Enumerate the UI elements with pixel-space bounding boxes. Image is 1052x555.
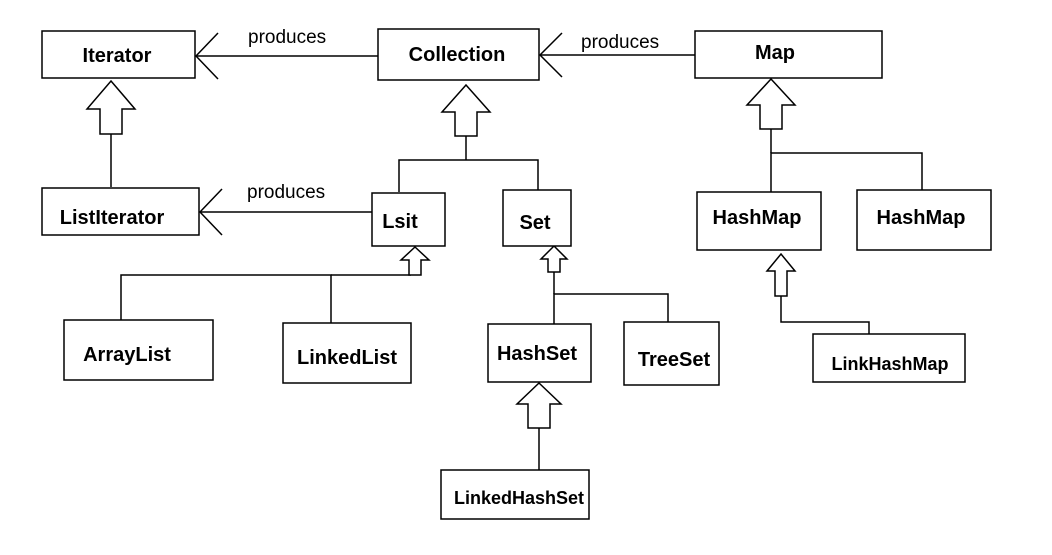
node-label: Iterator [83, 45, 152, 67]
node-hashset: HashSet [487, 323, 592, 383]
node-label: LinkedHashSet [454, 488, 584, 508]
inherit-arrow-hashset [515, 381, 563, 429]
inherit-arrow-hashmap [765, 252, 797, 297]
node-label: ArrayList [83, 344, 171, 366]
open-arrowhead-listiterator [198, 188, 223, 236]
node-collection: Collection [377, 28, 540, 81]
node-label: TreeSet [638, 349, 711, 371]
node-label: ListIterator [60, 207, 165, 229]
node-list-iterator: ListIterator [41, 187, 200, 236]
node-linkedlist: LinkedList [282, 322, 412, 384]
node-arraylist: ArrayList [63, 319, 214, 381]
edge-lists-list [120, 274, 332, 323]
edge-label-collection-iterator: produces [248, 27, 326, 48]
edge-sets-set [553, 293, 669, 324]
node-label: Map [755, 42, 795, 64]
edge-label-map-collection: produces [581, 32, 659, 53]
open-arrowhead-collection [538, 32, 563, 78]
node-label: HashSet [497, 343, 577, 365]
node-hashmap-1: HashMap [696, 191, 822, 251]
edge-label-list-listiterator: produces [247, 182, 325, 203]
node-hashmap-2: HashMap [856, 189, 992, 251]
node-list: Lsit [371, 192, 446, 247]
node-linkedhashset: LinkedHashSet [440, 469, 590, 520]
edge-hashmaps-map [770, 152, 923, 192]
node-set: Set [502, 189, 572, 247]
node-label: HashMap [713, 207, 802, 229]
node-treeset: TreeSet [623, 321, 720, 386]
inherit-arrow-iterator [85, 79, 137, 135]
node-map: Map [694, 30, 883, 79]
open-arrowhead-iterator [194, 32, 219, 80]
node-label: Lsit [382, 211, 418, 233]
edge-list-set-collection [398, 159, 539, 192]
node-label: LinkedList [297, 347, 397, 369]
node-linkhashmap: LinkHashMap [812, 333, 966, 383]
edge-linkhashmap-hashmap [780, 296, 870, 334]
inherit-arrow-collection [440, 83, 492, 137]
node-label: HashMap [877, 207, 966, 229]
inherit-arrow-list [399, 245, 431, 276]
node-label: Set [519, 212, 550, 234]
inherit-arrow-map [745, 77, 797, 130]
inherit-arrow-set [539, 244, 569, 273]
node-label: Collection [409, 44, 506, 66]
node-label: LinkHashMap [831, 354, 948, 374]
node-iterator: Iterator [41, 30, 196, 79]
